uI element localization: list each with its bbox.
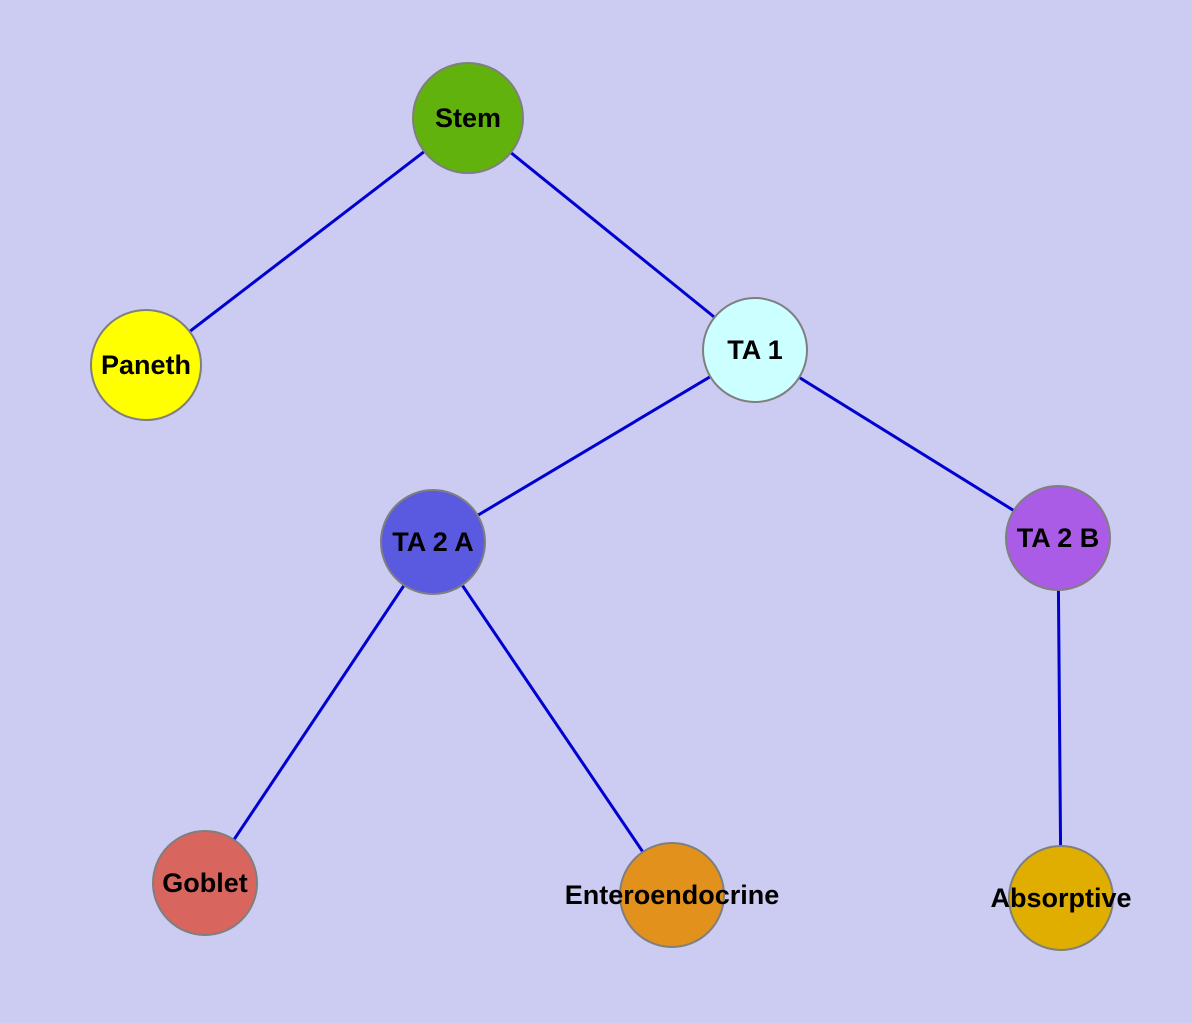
node-goblet [152, 830, 258, 936]
edges-layer [145, 116, 1063, 899]
edge-ta2a-enteroendocrine [431, 541, 674, 896]
node-ta2a [380, 489, 486, 595]
node-stem [412, 62, 524, 174]
nodes-layer [90, 62, 1114, 951]
edge-stem-paneth [145, 116, 469, 367]
node-ta2b [1005, 485, 1111, 591]
edge-ta2b-absorptive [1056, 537, 1063, 899]
node-label-goblet: Goblet [162, 868, 248, 898]
node-label-ta2b: TA 2 B [1017, 523, 1100, 553]
node-label-ta2a: TA 2 A [392, 527, 474, 557]
node-label-paneth: Paneth [101, 350, 191, 380]
edge-ta1-ta2a [432, 348, 756, 544]
node-label-enteroendocrine: Enteroendocrine [565, 880, 780, 910]
edge-stem-ta1 [467, 116, 756, 352]
node-label-ta1: TA 1 [727, 335, 783, 365]
edge-ta1-ta2b [754, 348, 1059, 540]
node-absorptive [1008, 845, 1114, 951]
node-enteroendocrine [619, 842, 725, 948]
node-paneth [90, 309, 202, 421]
node-ta1 [702, 297, 808, 403]
edge-ta2a-goblet [203, 541, 435, 884]
node-label-stem: Stem [435, 103, 501, 133]
node-label-absorptive: Absorptive [990, 883, 1131, 913]
